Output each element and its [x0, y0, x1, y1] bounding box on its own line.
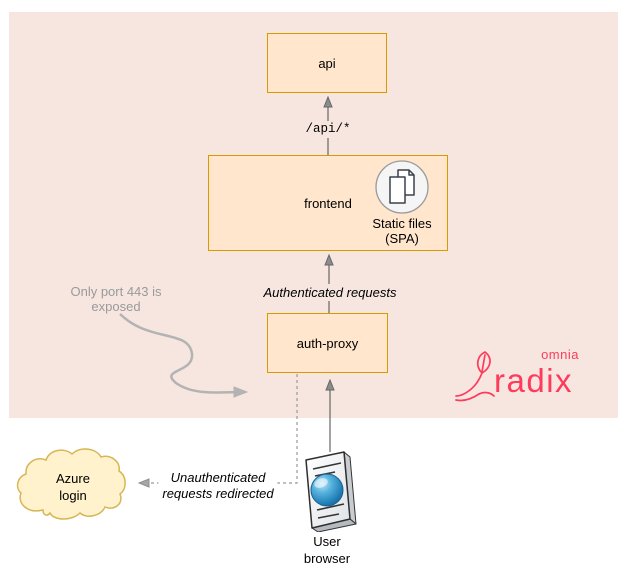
- node-api: api: [267, 33, 387, 93]
- browser-device-icon: [305, 451, 357, 532]
- edge-label-authenticated-requests: Authenticated requests: [259, 284, 401, 301]
- node-api-label: api: [318, 55, 336, 71]
- port-443-note: Only port 443 is exposed: [70, 284, 162, 314]
- static-files-icon: [375, 160, 429, 214]
- logo-radix-text: radix: [494, 362, 574, 399]
- globe-icon: [310, 473, 344, 507]
- static-files-label: Static files (SPA): [372, 216, 432, 246]
- azure-login-label: Azure login: [56, 471, 90, 503]
- edge-label-api-path: /api/*: [301, 121, 355, 138]
- edge-label-unauthenticated-redirect: Unauthenticated requests redirected: [158, 469, 278, 503]
- node-auth-proxy: auth-proxy: [267, 313, 388, 373]
- node-frontend-label: frontend: [304, 195, 352, 211]
- document-stack-icon: [389, 169, 415, 204]
- cloud-shape: [16, 448, 126, 520]
- logo-omnia-text: omnia: [541, 347, 579, 362]
- radix-sprout-icon: [455, 351, 495, 402]
- user-browser-label: User browser: [303, 534, 351, 566]
- node-auth-proxy-label: auth-proxy: [296, 335, 359, 351]
